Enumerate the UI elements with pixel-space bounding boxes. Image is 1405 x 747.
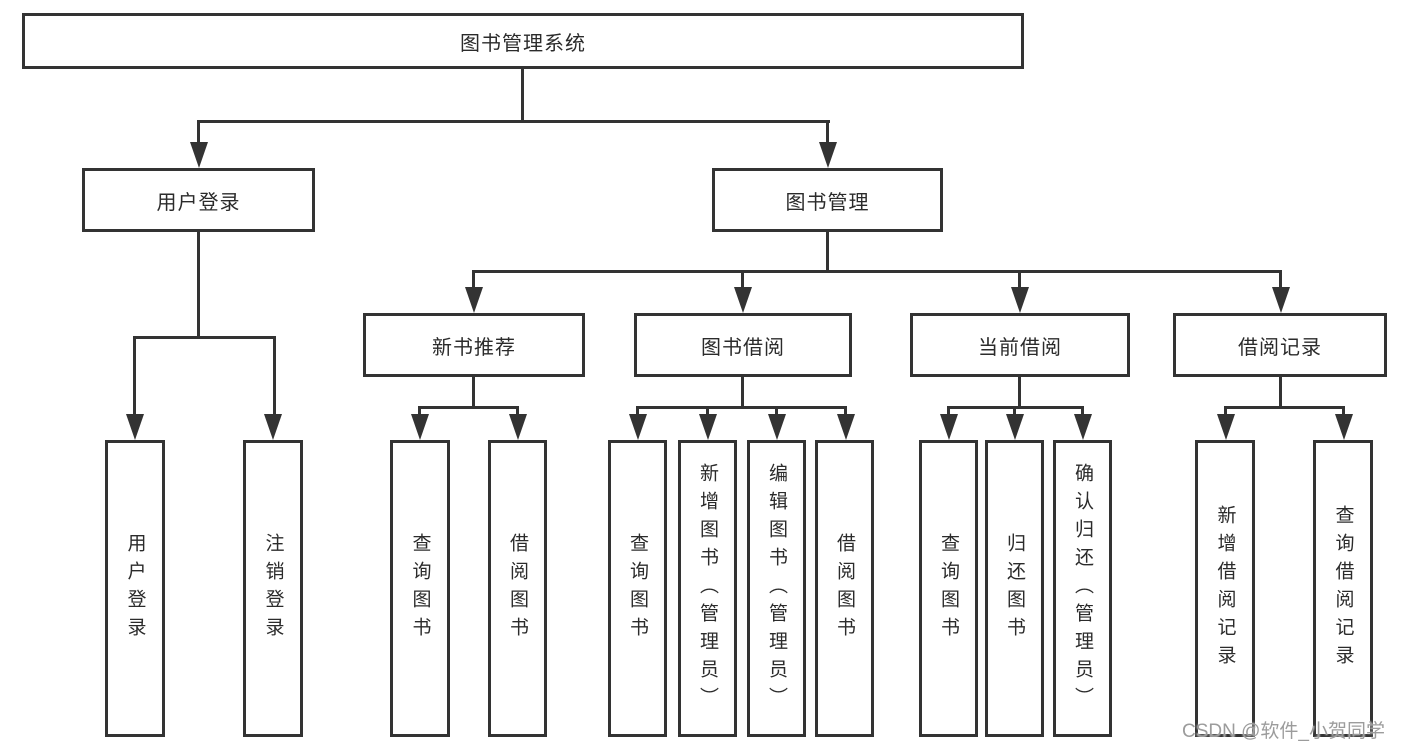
connector-drop [197,120,200,148]
arrowhead-down [1335,414,1353,440]
leaf-confirm-return-admin: 确认归还（管理员） [1053,440,1112,737]
leaf-label: 查询图书 [409,532,431,645]
connector-root-bar [197,120,830,123]
arrowhead-down [465,287,483,313]
arrowhead-down [1272,287,1290,313]
leaf-edit-books-admin: 编辑图书（管理员） [747,440,806,737]
connector-drop [273,336,276,420]
arrowhead-down [264,414,282,440]
connector-stem [197,232,200,339]
leaf-borrow-books-recommend: 借阅图书 [488,440,547,737]
connector-bar [636,406,847,409]
connector-drop [516,406,519,420]
node-label: 图书管理 [785,191,870,214]
connector-drop [1018,270,1021,292]
connector-bar [133,336,276,339]
connector-stem [1018,377,1021,408]
arrowhead-down [629,414,647,440]
leaf-label: 编辑图书（管理员） [766,462,787,715]
leaf-label: 查询图书 [627,532,648,645]
leaf-return-books: 归还图书 [985,440,1044,737]
arrowhead-down [734,287,752,313]
node-label: 新书推荐 [432,336,516,359]
arrowhead-down [1011,287,1029,313]
node-new-book-recommend: 新书推荐 [363,313,585,377]
leaf-label: 新增图书（管理员） [697,462,718,715]
node-label: 图书管理系统 [460,32,586,55]
arrowhead-down [699,414,717,440]
leaf-label: 确认归还（管理员） [1072,462,1093,715]
node-label: 用户登录 [156,191,241,214]
connector-drop [418,406,421,420]
connector-stem [826,232,829,273]
leaf-label: 查询图书 [938,532,959,645]
arrowhead-down [1217,414,1235,440]
leaf-label: 归还图书 [1004,532,1025,645]
node-book-management: 图书管理 [712,168,943,232]
connector-stem [741,377,744,408]
node-user-login: 用户登录 [82,168,315,232]
arrowhead-down [940,414,958,440]
leaf-label: 借阅图书 [834,532,855,645]
leaf-label: 新增借阅记录 [1214,504,1236,673]
node-current-borrowing: 当前借阅 [910,313,1130,377]
connector-drop [706,406,709,420]
connector-drop [1279,270,1282,292]
leaf-logout: 注销登录 [243,440,303,737]
connector-bar [418,406,519,409]
arrowhead-down [126,414,144,440]
connector-drop [133,336,136,420]
leaf-add-books-admin: 新增图书（管理员） [678,440,737,737]
leaf-label: 借阅图书 [507,532,528,645]
node-label: 当前借阅 [978,336,1062,359]
node-borrow-records: 借阅记录 [1173,313,1387,377]
arrowhead-down [837,414,855,440]
leaf-borrow-books: 借阅图书 [815,440,874,737]
connector-drop [775,406,778,420]
connector-drop [844,406,847,420]
connector-drop [1081,406,1084,420]
arrowhead-down [1006,414,1024,440]
connector-drop [1342,406,1345,420]
node-book-borrowing: 图书借阅 [634,313,852,377]
node-library-management-system: 图书管理系统 [22,13,1024,69]
node-label: 借阅记录 [1238,336,1322,359]
arrowhead-down [190,142,208,168]
leaf-label: 查询借阅记录 [1332,504,1354,673]
connector-stem [1279,377,1282,408]
leaf-query-borrow-record: 查询借阅记录 [1313,440,1373,737]
arrowhead-down [509,414,527,440]
arrowhead-down [1074,414,1092,440]
connector-drop [1013,406,1016,420]
arrowhead-down [768,414,786,440]
arrowhead-down [819,142,837,168]
leaf-query-books-current: 查询图书 [919,440,978,737]
connector-drop [947,406,950,420]
csdn-watermark: CSDN @软件_小贺同学 [1182,721,1385,742]
leaf-query-books-recommend: 查询图书 [390,440,450,737]
node-label: 图书借阅 [701,336,785,359]
connector-stem [472,377,475,408]
leaf-add-borrow-record: 新增借阅记录 [1195,440,1255,737]
connector-bar [1224,406,1345,409]
arrowhead-down [411,414,429,440]
leaf-label: 用户登录 [124,532,146,645]
connector-drop [741,270,744,292]
connector-drop [1224,406,1227,420]
connector-root-stem [521,69,524,123]
connector-bar [472,270,1282,273]
connector-drop [472,270,475,292]
connector-drop [636,406,639,420]
leaf-label: 注销登录 [262,532,284,645]
leaf-user-login: 用户登录 [105,440,165,737]
connector-drop [826,120,829,148]
leaf-query-books-borrowing: 查询图书 [608,440,667,737]
